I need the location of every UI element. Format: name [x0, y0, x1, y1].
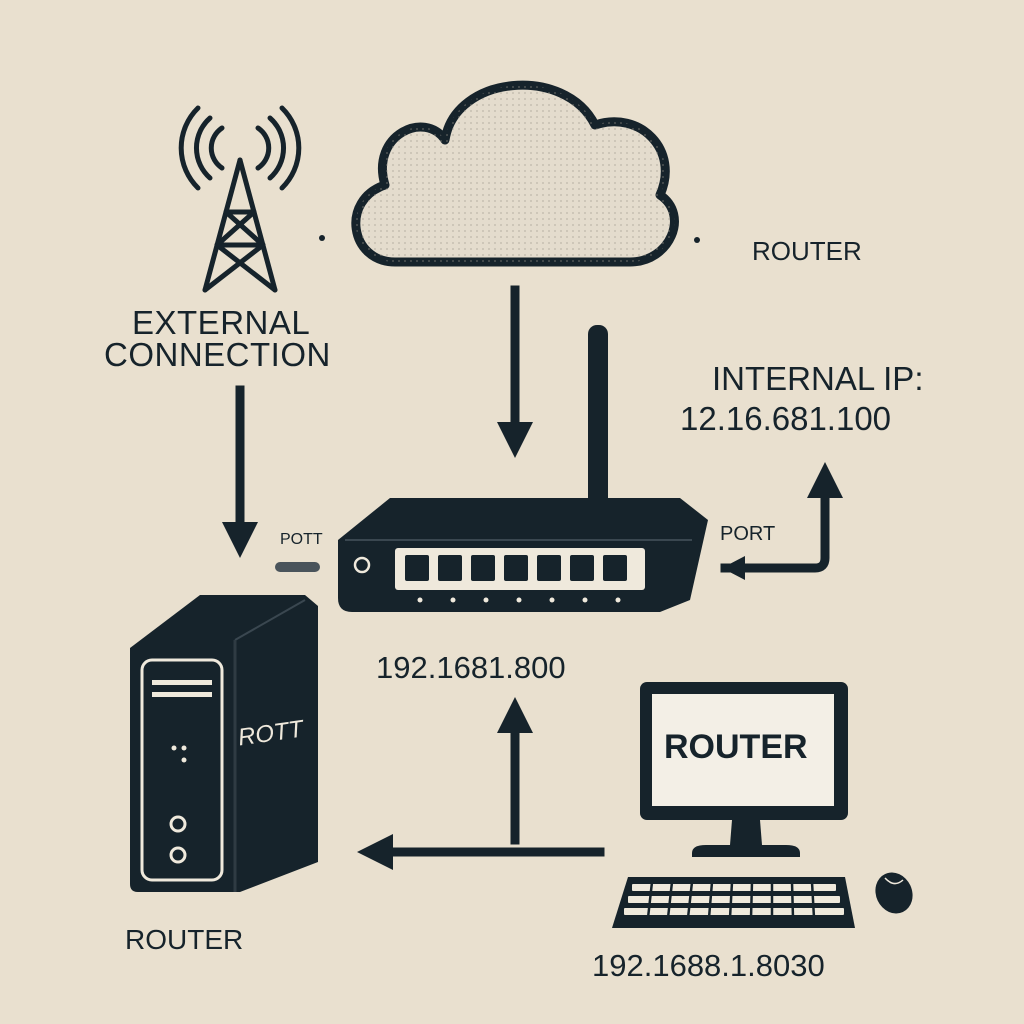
desktop-computer-icon: [612, 682, 913, 928]
monitor-screen: [652, 694, 834, 806]
external-connection-label-line2: CONNECTION: [104, 336, 331, 373]
arrow-port-to-internal-ip: [735, 462, 843, 573]
server-tower-icon: [130, 595, 318, 892]
pc-ip-label: 192.1688.1.8030: [592, 948, 825, 983]
router-antenna: [588, 325, 608, 520]
arrow-port-head: [722, 556, 745, 580]
server-caption: ROUTER: [125, 924, 244, 955]
monitor-screen-label: ROUTER: [664, 728, 808, 766]
router-ip-label: 192.1681.800: [376, 650, 566, 685]
radio-tower-icon: [178, 105, 302, 293]
router-label-top: ROUTER: [752, 236, 862, 266]
dot-left: [319, 235, 325, 241]
internal-ip-value: 12.16.681.100: [680, 400, 892, 437]
port-connector: [275, 562, 320, 572]
dot-right: [694, 237, 700, 243]
internal-ip-title: INTERNAL IP:: [712, 360, 924, 397]
mouse-icon: [875, 872, 913, 914]
external-connection-label-line1: EXTERNAL: [132, 304, 311, 341]
router-icon: [338, 325, 708, 612]
port-label-right: PORT: [720, 523, 776, 545]
port-label-left: POTT: [280, 531, 323, 548]
cloud-icon: [351, 80, 679, 267]
